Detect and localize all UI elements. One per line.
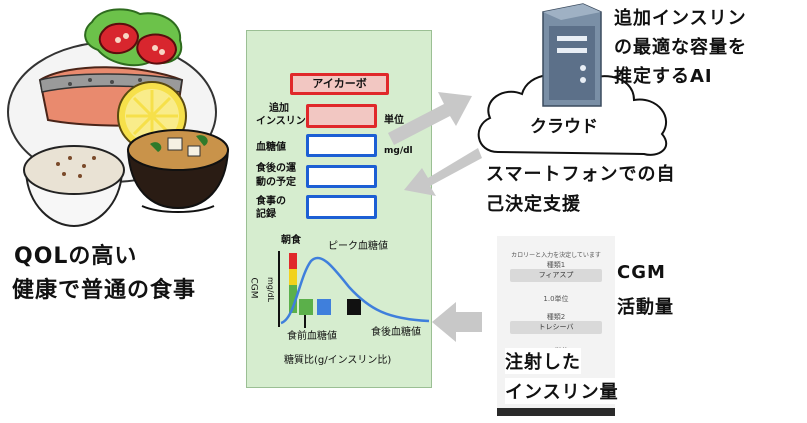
app-title: アイカーボ bbox=[312, 77, 367, 90]
meal-marker-yellow bbox=[289, 269, 297, 285]
pre-meal-label: 食前血糖値 bbox=[287, 331, 337, 342]
exercise-input[interactable] bbox=[306, 165, 377, 188]
phone-item2-value[interactable]: トレシーバ bbox=[510, 321, 602, 334]
injected-insulin-line2: インスリン量 bbox=[505, 378, 619, 404]
injected-insulin-line1: 注射した bbox=[505, 348, 581, 374]
post-meal-bar bbox=[347, 299, 361, 315]
glucose-label: 血糖値 bbox=[256, 142, 286, 153]
ai-text-line1: 追加インスリン bbox=[614, 8, 747, 29]
rice bbox=[23, 145, 125, 195]
insulin-label-line1: 追加 bbox=[269, 103, 289, 114]
exercise-label-line1: 食後の運 bbox=[256, 163, 296, 174]
meal-label-line2: 記録 bbox=[256, 209, 276, 220]
meal-marker-red bbox=[289, 253, 297, 269]
phone-bottom-bar bbox=[497, 408, 615, 416]
cloud-label: クラウド bbox=[530, 117, 598, 137]
arrow-from-cloud bbox=[404, 148, 482, 196]
phone-item1-amount: 1.0単位 bbox=[543, 295, 569, 303]
ai-text-line3: 推定するAI bbox=[614, 66, 713, 87]
pre-meal-bar bbox=[299, 299, 313, 315]
meal-marker-green bbox=[289, 285, 297, 313]
peak-bar bbox=[317, 299, 331, 315]
meal-input[interactable] bbox=[306, 195, 377, 219]
server-icon bbox=[542, 3, 602, 107]
insulin-label-line2: インスリン bbox=[256, 116, 306, 127]
activity-label: 活動量 bbox=[617, 297, 674, 318]
app-panel: アイカーボ 追加 インスリン 単位 血糖値 mg/dl 食後の運 動の予定 食事… bbox=[246, 30, 432, 388]
meal-illustration bbox=[7, 8, 230, 228]
meal-label-line1: 食事の bbox=[256, 196, 286, 207]
insulin-input[interactable] bbox=[306, 104, 377, 128]
smartphone-support-line1: スマートフォンでの自 bbox=[486, 164, 676, 185]
caption-line-2: 健康で普通の食事 bbox=[12, 278, 197, 303]
app-title-box: アイカーボ bbox=[290, 73, 389, 95]
phone-header: カロリーと入力を決定しています bbox=[511, 252, 601, 259]
phone-item2-label: 種類2 bbox=[546, 313, 566, 321]
post-meal-label: 食後血糖値 bbox=[371, 327, 421, 338]
phone-item1-value[interactable]: フィアスプ bbox=[510, 269, 602, 282]
ai-text-line2: の最適な容量を bbox=[614, 37, 747, 58]
cgm-label: CGM bbox=[617, 262, 666, 283]
insulin-unit: 単位 bbox=[384, 115, 404, 126]
glucose-chart bbox=[278, 251, 430, 328]
exercise-label-line2: 動の予定 bbox=[256, 177, 296, 188]
glucose-input[interactable] bbox=[306, 134, 377, 157]
peak-label: ピーク血糖値 bbox=[328, 241, 388, 252]
breakfast-label: 朝食 bbox=[281, 235, 301, 246]
arrow-to-cloud bbox=[388, 92, 472, 145]
caption-line-1: QOLの高い bbox=[14, 244, 138, 269]
carb-ratio-label: 糖質比(g/インスリン比) bbox=[284, 355, 392, 366]
arrow-from-phone bbox=[432, 302, 482, 342]
phone-item1-label: 種類1 bbox=[546, 261, 566, 269]
smartphone-support-line2: 己決定支援 bbox=[486, 194, 581, 215]
glucose-unit: mg/dl bbox=[384, 146, 413, 156]
glucose-curve bbox=[280, 256, 430, 325]
